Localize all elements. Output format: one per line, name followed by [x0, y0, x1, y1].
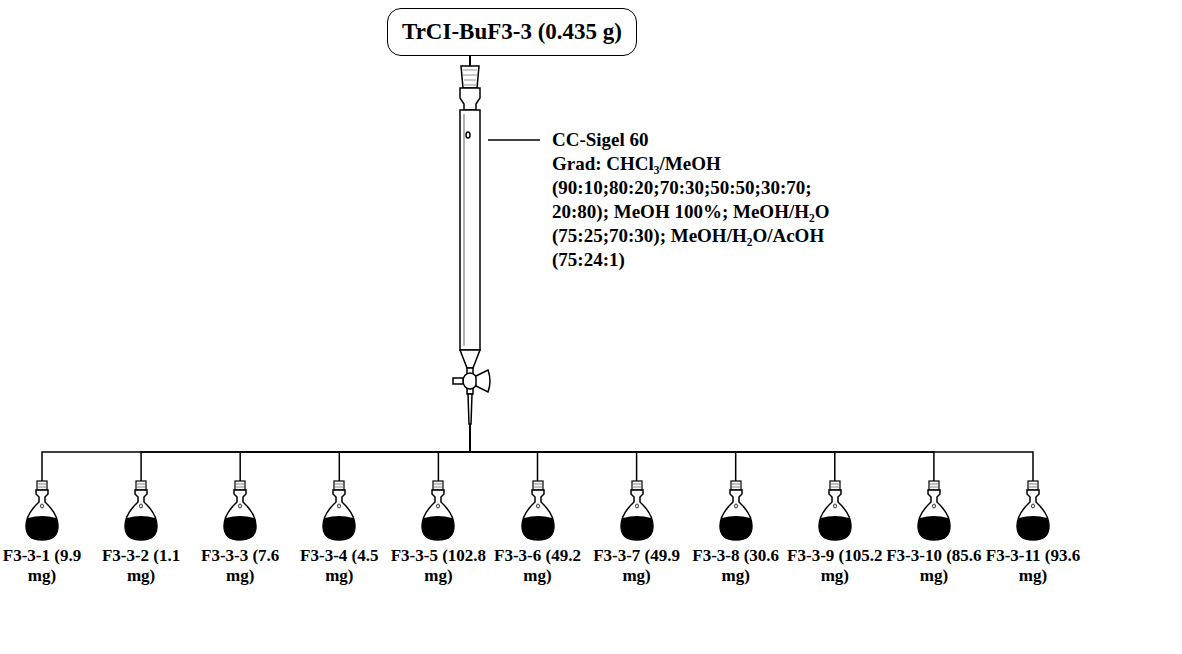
fraction-flask: F3-3-8 (30.6 mg)	[688, 480, 784, 586]
fraction-label: F3-3-5 (102.8 mg)	[390, 546, 486, 586]
fraction-label: F3-3-8 (30.6 mg)	[688, 546, 784, 586]
fraction-flask: F3-3-5 (102.8 mg)	[390, 480, 486, 586]
flask-icon	[220, 480, 260, 542]
column-condition: CC-Sigel 60	[552, 128, 649, 152]
leader-line	[488, 139, 540, 141]
fraction-connector	[42, 56, 470, 481]
chromatography-column	[453, 66, 490, 424]
fraction-connector	[470, 56, 637, 481]
flask-icon	[22, 480, 62, 542]
fraction-label: F3-3-6 (49.2 mg)	[490, 546, 586, 586]
fraction-label: F3-3-3 (7.6 mg)	[192, 546, 288, 586]
fraction-connector	[470, 56, 736, 481]
fraction-connector	[470, 56, 934, 481]
fraction-label: F3-3-1 (9.9 mg)	[0, 546, 90, 586]
sample-label: TrCI-BuF3-3 (0.435 g)	[402, 19, 622, 45]
flask-icon	[418, 480, 458, 542]
flask-icon	[319, 480, 359, 542]
fraction-flask: F3-3-2 (1.1 mg)	[93, 480, 189, 586]
fraction-flask: F3-3-1 (9.9 mg)	[0, 480, 90, 586]
column-condition: (75:24:1)	[552, 248, 625, 272]
fraction-label: F3-3-4 (4.5 mg)	[291, 546, 387, 586]
flask-icon	[815, 480, 855, 542]
flask-icon	[121, 480, 161, 542]
flask-icon	[617, 480, 657, 542]
fraction-flask: F3-3-11 (93.6 mg)	[985, 480, 1081, 586]
flask-icon	[1013, 480, 1053, 542]
sample-box: TrCI-BuF3-3 (0.435 g)	[387, 8, 637, 56]
fraction-label: F3-3-7 (49.9 mg)	[589, 546, 685, 586]
column-condition: (90:10;80:20;70:30;50:50;30:70;	[552, 176, 812, 200]
flask-icon	[914, 480, 954, 542]
fraction-label: F3-3-2 (1.1 mg)	[93, 546, 189, 586]
flask-icon	[716, 480, 756, 542]
fraction-flask: F3-3-7 (49.9 mg)	[589, 480, 685, 586]
fraction-flask: F3-3-10 (85.6 mg)	[886, 480, 982, 586]
fraction-flask: F3-3-9 (105.2 mg)	[787, 480, 883, 586]
fraction-label: F3-3-11 (93.6 mg)	[985, 546, 1081, 586]
fraction-flask: F3-3-3 (7.6 mg)	[192, 480, 288, 586]
column-condition: 20:80); MeOH 100%; MeOH/H₂O	[552, 200, 829, 224]
fraction-label: F3-3-9 (105.2 mg)	[787, 546, 883, 586]
fraction-connector	[339, 56, 470, 481]
fraction-connector	[141, 56, 470, 481]
column-condition: (75:25;70:30); MeOH/H₂O/AcOH	[552, 224, 824, 248]
fraction-label: F3-3-10 (85.6 mg)	[886, 546, 982, 586]
flask-icon	[518, 480, 558, 542]
fraction-flask: F3-3-4 (4.5 mg)	[291, 480, 387, 586]
column-condition: Grad: CHCl₃/MeOH	[552, 152, 721, 176]
fraction-flask: F3-3-6 (49.2 mg)	[490, 480, 586, 586]
fraction-connector	[470, 56, 1033, 481]
fraction-connector	[240, 56, 470, 481]
fraction-connector	[470, 56, 835, 481]
